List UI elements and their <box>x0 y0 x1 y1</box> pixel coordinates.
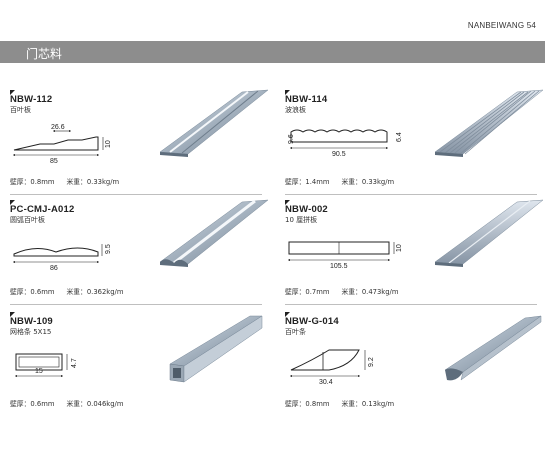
dim-label: 6.4 <box>396 132 403 142</box>
cross-section-drawing: 15 4.7 <box>14 353 78 378</box>
cross-section-drawing: 30.4 9.2 <box>289 349 375 386</box>
product-code: NBW-G-014 <box>285 316 339 327</box>
thickness-label: 壁厚： <box>10 178 31 186</box>
dim-label: 105.5 <box>330 263 348 270</box>
weight-value: 0.33kg/m <box>361 178 395 186</box>
brand-label: NANBEIWANG 54 <box>467 21 536 30</box>
weight-label: 米重： <box>66 288 87 296</box>
dim-label: 90.5 <box>332 151 346 158</box>
thickness-label: 壁厚： <box>10 288 31 296</box>
section-banner: 门芯料 <box>0 41 545 63</box>
corner-mark <box>285 90 290 95</box>
corner-mark <box>285 200 290 205</box>
profile-render <box>159 199 269 267</box>
product-card-nbw-109: NBW-109 网格条 5X15 15 4.7 壁厚：0.6mm 米重：0.046… <box>10 312 270 422</box>
product-name: 网格条 5X15 <box>10 328 52 336</box>
product-card-nbw-112: NBW-112 百叶板 26.6 85 10 壁厚：0.8mm 米重：0.33kg… <box>10 89 270 200</box>
cross-section-drawing: 86 9.5 <box>12 244 112 272</box>
product-code: NBW-112 <box>10 94 53 105</box>
divider <box>10 194 262 195</box>
dim-label: 10 <box>396 244 403 252</box>
divider <box>10 304 262 305</box>
weight-value: 0.13kg/m <box>361 400 395 408</box>
corner-mark <box>10 90 15 95</box>
profile-render <box>434 199 544 267</box>
spec-line: 壁厚：0.6mm 米重：0.046kg/m <box>10 398 123 408</box>
profile-render <box>434 89 544 157</box>
thickness-label: 壁厚： <box>285 400 306 408</box>
product-card-nbw-114: NBW-114 波浪板 90.5 9.6 6.4 壁厚：1.4mm 米重：0.33… <box>285 89 545 200</box>
weight-label: 米重： <box>341 288 362 296</box>
product-name: 波浪板 <box>285 106 306 114</box>
spec-line: 壁厚：0.6mm 米重：0.362kg/m <box>10 286 123 296</box>
dim-label: 9.6 <box>288 134 295 144</box>
product-card-pc-cmj-a012: PC-CMJ-A012 圆弧百叶板 86 9.5 壁厚：0.6mm 米重：0.36… <box>10 199 270 310</box>
thickness-value: 0.6mm <box>30 288 55 296</box>
thickness-value: 0.8mm <box>305 400 330 408</box>
weight-label: 米重： <box>66 178 87 186</box>
profile-render <box>169 315 263 383</box>
corner-mark <box>10 312 15 317</box>
product-code: PC-CMJ-A012 <box>10 204 75 215</box>
corner-mark <box>10 200 15 205</box>
spec-line: 壁厚：0.8mm 米重：0.13kg/m <box>285 398 394 408</box>
divider <box>285 194 537 195</box>
product-name: 10 厘拼板 <box>285 216 318 224</box>
corner-mark <box>285 312 290 317</box>
product-card-nbw-g-014: NBW-G-014 百叶条 30.4 9.2 壁厚：0.8mm 米重：0.13kg… <box>285 312 545 422</box>
weight-label: 米重： <box>341 178 362 186</box>
weight-label: 米重： <box>341 400 362 408</box>
dim-label: 9.5 <box>105 244 112 254</box>
thickness-value: 0.8mm <box>30 178 55 186</box>
cross-section-drawing: 90.5 9.6 6.4 <box>288 129 403 158</box>
product-name: 百叶板 <box>10 106 31 114</box>
thickness-value: 0.7mm <box>305 288 330 296</box>
thickness-label: 壁厚： <box>10 400 31 408</box>
dim-label: 10 <box>105 140 112 148</box>
section-title: 门芯料 <box>26 47 63 61</box>
product-code: NBW-109 <box>10 316 53 327</box>
weight-value: 0.473kg/m <box>361 288 399 296</box>
thickness-label: 壁厚： <box>285 288 306 296</box>
spec-line: 壁厚：0.8mm 米重：0.33kg/m <box>10 176 119 186</box>
dim-label: 85 <box>50 158 58 165</box>
dim-label: 26.6 <box>51 124 65 131</box>
product-code: NBW-114 <box>285 94 328 105</box>
cross-section-drawing: 105.5 10 <box>287 241 403 270</box>
thickness-label: 壁厚： <box>285 178 306 186</box>
product-name: 百叶条 <box>285 328 306 336</box>
cross-section-drawing: 26.6 85 10 <box>12 124 112 165</box>
thickness-value: 0.6mm <box>30 400 55 408</box>
weight-value: 0.362kg/m <box>86 288 124 296</box>
divider <box>285 304 537 305</box>
product-card-nbw-002: NBW-002 10 厘拼板 105.5 10 壁厚：0.7mm 米重：0.473… <box>285 199 545 310</box>
weight-value: 0.33kg/m <box>86 178 120 186</box>
product-code: NBW-002 <box>285 204 328 215</box>
profile-render <box>159 89 269 157</box>
dim-label: 9.2 <box>368 357 375 367</box>
dim-label: 4.7 <box>71 358 78 368</box>
profile-render <box>444 315 542 381</box>
dim-label: 15 <box>35 368 43 375</box>
product-name: 圆弧百叶板 <box>10 216 45 224</box>
thickness-value: 1.4mm <box>305 178 330 186</box>
dim-label: 86 <box>50 265 58 272</box>
spec-line: 壁厚：1.4mm 米重：0.33kg/m <box>285 176 394 186</box>
dim-label: 30.4 <box>319 379 333 386</box>
weight-label: 米重： <box>66 400 87 408</box>
weight-value: 0.046kg/m <box>86 400 124 408</box>
spec-line: 壁厚：0.7mm 米重：0.473kg/m <box>285 286 398 296</box>
